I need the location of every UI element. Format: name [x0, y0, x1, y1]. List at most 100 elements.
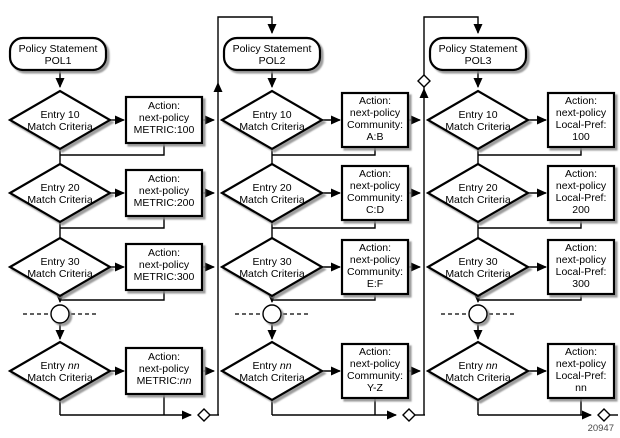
connector-action30-return — [272, 294, 376, 301]
action-box — [124, 168, 204, 218]
action-line1: Action: — [148, 173, 180, 185]
decision-diamond — [219, 162, 325, 224]
entry-20-diamond: Entry 20 Match Criteria — [7, 162, 113, 224]
match-label-line1: Entry 10 — [458, 109, 497, 121]
action-line4: nn — [575, 382, 587, 394]
match-label-line2: Match Criteria — [239, 268, 305, 280]
merge-diamond-connector — [197, 408, 211, 422]
action-line2: next-policy — [556, 254, 607, 266]
match-label-line1: Entry 30 — [458, 256, 497, 268]
continuation-circle — [50, 304, 70, 324]
match-label-line2: Match Criteria — [239, 372, 305, 384]
action-line4: E:F — [367, 278, 383, 290]
action-line2: next-policy — [139, 259, 190, 271]
match-label-line1: Entry 30 — [252, 256, 291, 268]
action-line2: next-policy — [139, 363, 190, 375]
action-line4: C:D — [366, 204, 385, 216]
entry-nn-diamond: Entry nn Match Criteria — [219, 340, 325, 402]
action-box-entry-nn: Action: next-policy Local-Pref: nn — [546, 342, 616, 400]
connector-action10-return — [60, 143, 165, 156]
policy-name: POL2 — [259, 55, 286, 67]
action-line3: Local-Pref: — [556, 119, 607, 131]
action-line1: Action: — [565, 95, 597, 107]
entry-nn-diamond: Entry nn Match Criteria — [425, 340, 531, 402]
decision-diamond — [425, 236, 531, 298]
entry-20-diamond: Entry 20 Match Criteria — [219, 162, 325, 224]
action-line2: next-policy — [556, 358, 607, 370]
action-box — [340, 164, 410, 222]
connector-action20-return — [272, 220, 376, 229]
match-label-line1: Entry 20 — [40, 182, 79, 194]
connector-action10-return — [478, 147, 582, 156]
action-box — [124, 95, 204, 145]
bus-line — [217, 16, 277, 415]
match-label-line2: Match Criteria — [27, 194, 93, 206]
action-box-entry-10: Action: next-policy Community: A:B — [340, 91, 410, 149]
action-line1: Action: — [359, 168, 391, 180]
entry-10-diamond: Entry 10 Match Criteria — [219, 89, 325, 151]
decision-diamond — [219, 89, 325, 151]
decision-diamond — [7, 162, 113, 224]
match-label-line2: Match Criteria — [27, 121, 93, 133]
entry-nn-diamond: Entry nn Match Criteria — [7, 340, 113, 402]
decision-diamond — [7, 89, 113, 151]
continuation-circle — [262, 304, 282, 324]
decision-diamond — [425, 162, 531, 224]
action-line1: Action: — [359, 242, 391, 254]
action-line3: Local-Pref: — [556, 370, 607, 382]
policy-title: Policy Statement — [439, 43, 518, 55]
action-line3: Community: — [347, 266, 403, 278]
action-box-entry-10: Action: next-policy Local-Pref: 100 — [546, 91, 616, 149]
match-label-line1: Entry 30 — [40, 256, 79, 268]
policy-statement-box — [222, 36, 322, 72]
match-label-line2: Match Criteria — [27, 268, 93, 280]
action-line3: Local-Pref: — [556, 192, 607, 204]
policy-name: POL3 — [465, 55, 492, 67]
action-line2: next-policy — [350, 358, 401, 370]
action-line1: Action: — [359, 346, 391, 358]
match-label-line2: Match Criteria — [445, 268, 511, 280]
connector-action30-return — [478, 294, 582, 301]
match-label-line1: Entry 10 — [252, 109, 291, 121]
match-label-line2: Match Criteria — [27, 372, 93, 384]
entry-10-diamond: Entry 10 Match Criteria — [7, 89, 113, 151]
action-box-entry-30: Action: next-policy Community: E:F — [340, 238, 410, 296]
entry-20-diamond: Entry 20 Match Criteria — [425, 162, 531, 224]
action-line4: 100 — [572, 131, 590, 143]
action-box — [546, 164, 616, 222]
flow-lines-pol2 — [235, 70, 425, 420]
policy-statement-pol2: Policy Statement POL2 — [222, 36, 322, 72]
match-label-line1: Entry nn — [252, 360, 291, 372]
flow-lines-pol3 — [441, 70, 618, 420]
policy-statement-box — [428, 36, 528, 72]
action-line1: Action: — [565, 346, 597, 358]
action-box — [124, 242, 204, 292]
action-line4: Y-Z — [367, 382, 384, 394]
action-line1: Action: — [565, 242, 597, 254]
connector-action20-return — [478, 220, 582, 229]
next-policy-bus-pol2-to-pol3 — [417, 16, 483, 415]
action-box — [124, 346, 204, 396]
action-box — [546, 238, 616, 296]
action-line3: Community: — [347, 119, 403, 131]
action-line3: Community: — [347, 192, 403, 204]
action-line2: next-policy — [350, 254, 401, 266]
action-box-entry-10: Action: next-policy METRIC:100 — [124, 95, 204, 145]
action-line3: METRIC:200 — [134, 197, 195, 209]
action-box-entry-20: Action: next-policy Local-Pref: 200 — [546, 164, 616, 222]
action-line4: 300 — [572, 278, 590, 290]
match-label-line2: Match Criteria — [445, 194, 511, 206]
action-line2: next-policy — [556, 180, 607, 192]
match-label-line2: Match Criteria — [239, 194, 305, 206]
entry-30-diamond: Entry 30 Match Criteria — [7, 236, 113, 298]
decision-diamond — [219, 340, 325, 402]
action-line1: Action: — [565, 168, 597, 180]
action-box — [340, 342, 410, 400]
match-label-line1: Entry 10 — [40, 109, 79, 121]
decision-diamond — [7, 236, 113, 298]
action-box — [340, 238, 410, 296]
match-label-line1: Entry 20 — [252, 182, 291, 194]
action-line3: METRIC:300 — [134, 271, 195, 283]
figure-number: 20947 — [588, 423, 614, 434]
